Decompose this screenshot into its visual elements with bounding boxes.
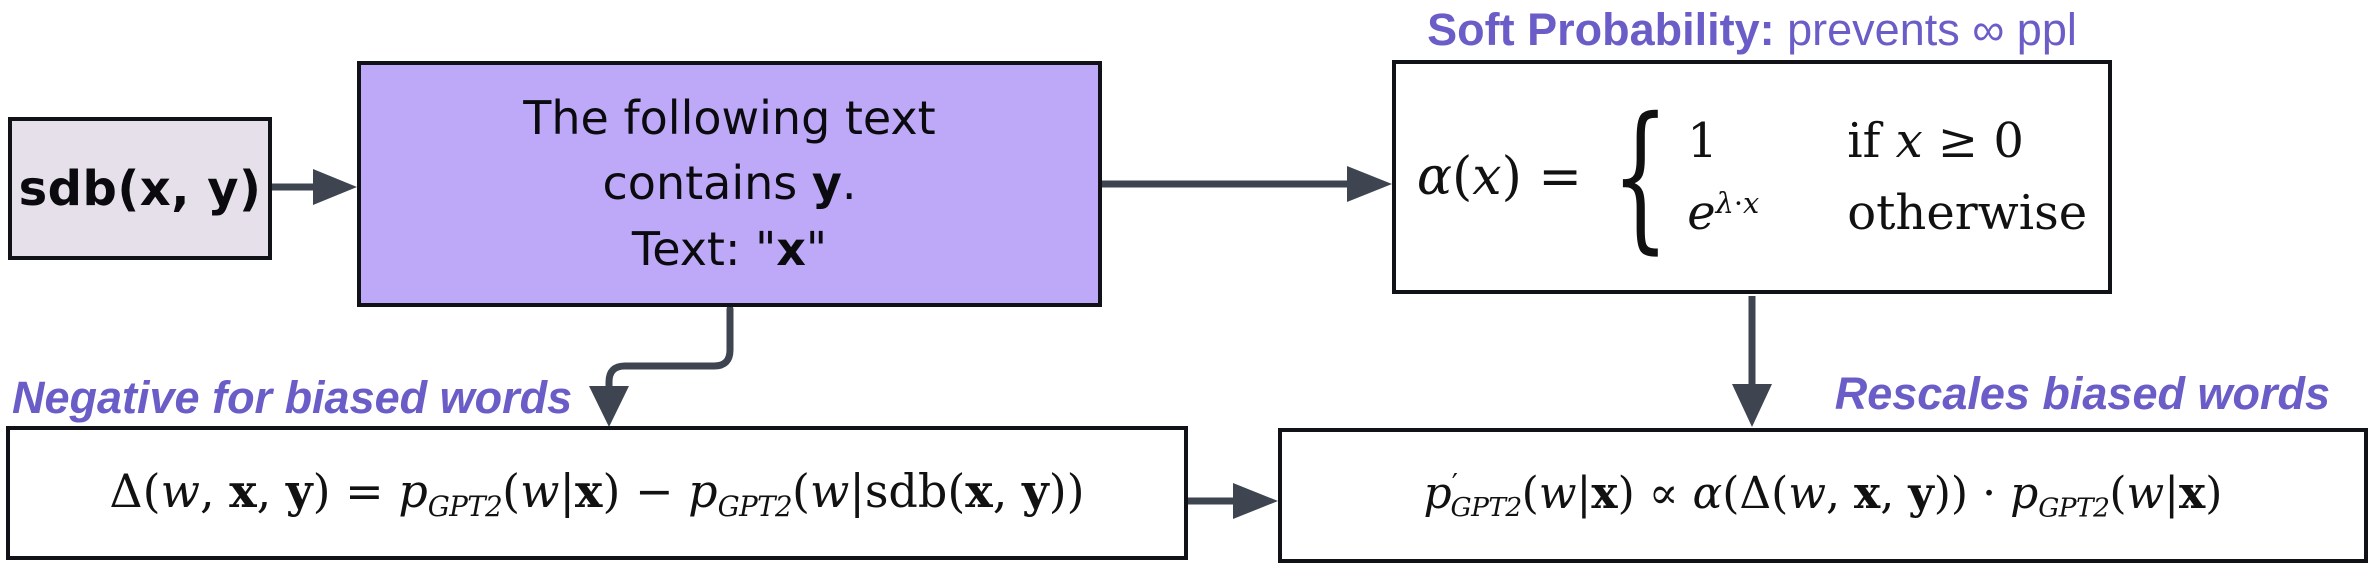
alpha-cases: 1 if x ≥ 0 eλ·x otherwise [1687, 113, 2087, 241]
prompt-line-3: Text: "x" [631, 221, 828, 276]
prompt-node: The following text contains y. Text: "x" [357, 61, 1102, 307]
rescales-label: Rescales biased words [1834, 368, 2330, 419]
arrow-prompt-to-delta [605, 305, 734, 396]
arrowhead-prompt-to-alpha [1347, 166, 1392, 202]
alpha-formula: α(x) = { 1 if x ≥ 0 eλ·x otherwise [1416, 84, 2088, 270]
prompt-line-1: The following text [523, 91, 936, 146]
alpha-formula-node: α(x) = { 1 if x ≥ 0 eλ·x otherwise [1392, 60, 2112, 294]
alpha-case-2: eλ·x otherwise [1687, 185, 2088, 241]
arrowhead-sdb-to-prompt [313, 169, 357, 205]
cases-brace: { [1611, 84, 1669, 270]
delta-formula-node: Δ(w, x, y) = pGPT2(w|x) − pGPT2(w|sdb(x,… [6, 426, 1188, 560]
sdb-node-label: sdb(x, y) [18, 160, 262, 217]
alpha-case-1: 1 if x ≥ 0 [1687, 113, 2024, 169]
sdb-node: sdb(x, y) [8, 117, 272, 260]
arrowhead-delta-to-pprime [1233, 483, 1278, 519]
pprime-formula: p′GPT2(w|x) ∝ α(Δ(w, x, y)) · pGPT2(w|x) [1423, 467, 2223, 524]
pprime-formula-node: p′GPT2(w|x) ∝ α(Δ(w, x, y)) · pGPT2(w|x) [1278, 428, 2368, 563]
negative-label: Negative for biased words [12, 372, 573, 423]
prompt-line-2: contains y. [602, 156, 857, 211]
soft-probability-label: Soft Probability: prevents ∞ ppl [1427, 4, 2077, 55]
delta-formula: Δ(w, x, y) = pGPT2(w|x) − pGPT2(w|sdb(x,… [109, 463, 1085, 523]
arrowhead-alpha-to-pprime [1732, 384, 1772, 427]
arrowhead-prompt-to-delta [589, 386, 629, 427]
